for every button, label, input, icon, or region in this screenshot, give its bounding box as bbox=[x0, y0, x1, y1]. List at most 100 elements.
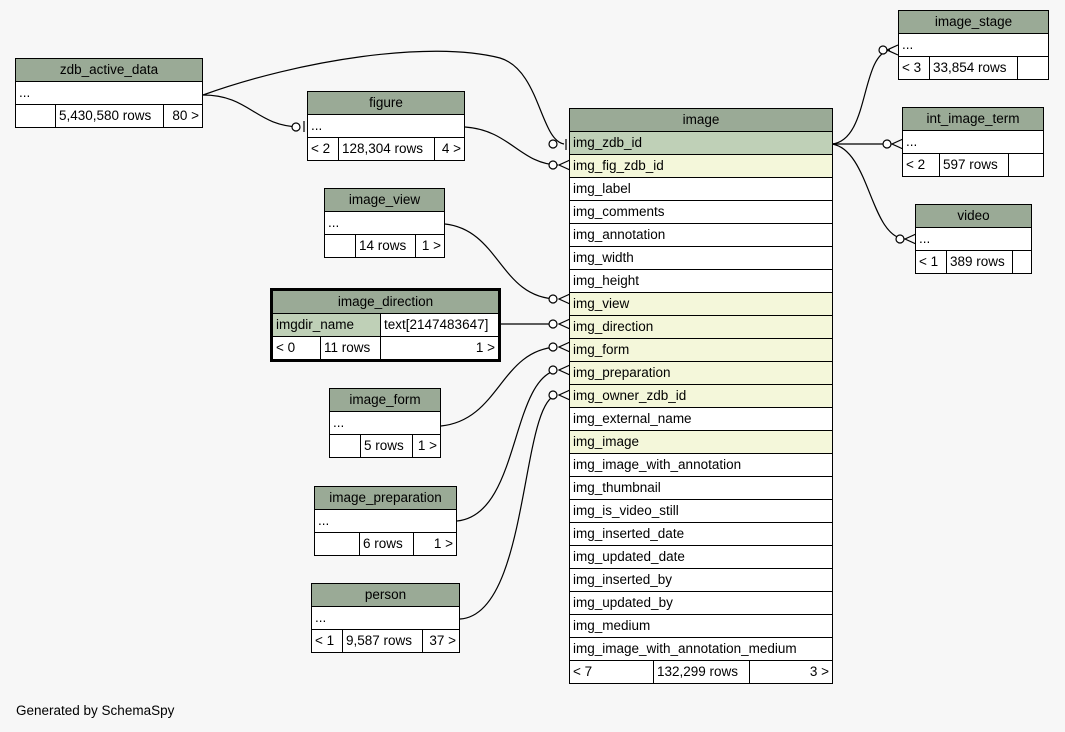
parents-count: < 0 bbox=[273, 337, 321, 359]
parents-count bbox=[330, 435, 361, 457]
table-footer: < 3 33,854 rows bbox=[899, 57, 1048, 79]
row-count: 11 rows bbox=[321, 337, 381, 359]
generated-by-label: Generated by SchemaSpy bbox=[16, 703, 175, 718]
table-int-image-term[interactable]: int_image_term ... < 2 597 rows bbox=[902, 107, 1044, 177]
table-footer: < 2 597 rows bbox=[903, 154, 1043, 176]
column-img-comments: img_comments bbox=[570, 201, 832, 224]
table-row: ... bbox=[330, 412, 440, 435]
table-footer: 5 rows 1 > bbox=[330, 435, 440, 457]
column-img-inserted-by: img_inserted_by bbox=[570, 569, 832, 592]
table-row: ... bbox=[325, 212, 444, 235]
table-zdb-active-data[interactable]: zdb_active_data ... 5,430,580 rows 80 > bbox=[15, 58, 203, 128]
table-title: figure bbox=[308, 92, 464, 115]
table-title: zdb_active_data bbox=[16, 59, 202, 82]
children-count: 1 > bbox=[433, 536, 453, 551]
children-count: 1 > bbox=[475, 340, 495, 355]
column-img-width: img_width bbox=[570, 247, 832, 270]
table-title: video bbox=[916, 205, 1031, 228]
table-video[interactable]: video ... < 1 389 rows bbox=[915, 204, 1032, 274]
column-img-direction: img_direction bbox=[570, 316, 832, 339]
table-footer: 5,430,580 rows 80 > bbox=[16, 105, 202, 127]
column-img-label: img_label bbox=[570, 178, 832, 201]
children-count bbox=[1009, 154, 1043, 176]
table-image-preparation[interactable]: image_preparation ... 6 rows 1 > bbox=[314, 486, 457, 556]
table-column-row: imgdir_name text[2147483647] bbox=[273, 314, 498, 337]
column-img-image: img_image bbox=[570, 431, 832, 454]
table-image-view[interactable]: image_view ... 14 rows 1 > bbox=[324, 188, 445, 258]
parents-count bbox=[16, 105, 56, 127]
column-img-preparation: img_preparation bbox=[570, 362, 832, 385]
children-count: 37 > bbox=[429, 633, 456, 648]
column-img-height: img_height bbox=[570, 270, 832, 293]
table-title: int_image_term bbox=[903, 108, 1043, 131]
table-row: ... bbox=[312, 607, 459, 630]
table-person[interactable]: person ... < 1 9,587 rows 37 > bbox=[311, 583, 460, 653]
children-count bbox=[1013, 251, 1031, 273]
column-img-is-video-still: img_is_video_still bbox=[570, 500, 832, 523]
table-row: ... bbox=[308, 115, 464, 138]
row-count: 5,430,580 rows bbox=[56, 105, 164, 127]
column-img-owner-zdb-id: img_owner_zdb_id bbox=[570, 385, 832, 408]
column-img-updated-by: img_updated_by bbox=[570, 592, 832, 615]
column-img-thumbnail: img_thumbnail bbox=[570, 477, 832, 500]
column-img-zdb-id: img_zdb_id bbox=[570, 132, 832, 155]
table-image-form[interactable]: image_form ... 5 rows 1 > bbox=[329, 388, 441, 458]
table-footer: 6 rows 1 > bbox=[315, 533, 456, 555]
parents-count: < 1 bbox=[312, 630, 343, 652]
table-title: image_form bbox=[330, 389, 440, 412]
children-count: 1 > bbox=[421, 238, 441, 253]
table-row: ... bbox=[315, 510, 456, 533]
column-img-annotation: img_annotation bbox=[570, 224, 832, 247]
row-count: 9,587 rows bbox=[343, 630, 423, 652]
column-img-fig-zdb-id: img_fig_zdb_id bbox=[570, 155, 832, 178]
column-img-inserted-date: img_inserted_date bbox=[570, 523, 832, 546]
row-count: 132,299 rows bbox=[654, 661, 750, 683]
table-footer: 14 rows 1 > bbox=[325, 235, 444, 257]
parents-count: < 2 bbox=[903, 154, 940, 176]
children-count: 80 > bbox=[172, 108, 199, 123]
row-count: 597 rows bbox=[940, 154, 1009, 176]
row-count: 14 rows bbox=[356, 235, 416, 257]
table-title: image bbox=[570, 109, 832, 132]
table-title: image_direction bbox=[273, 291, 498, 314]
parents-count bbox=[325, 235, 356, 257]
column-name: imgdir_name bbox=[273, 314, 381, 336]
column-img-form: img_form bbox=[570, 339, 832, 362]
parents-count: < 1 bbox=[916, 251, 947, 273]
table-footer: < 1 389 rows bbox=[916, 251, 1031, 273]
table-figure[interactable]: figure ... < 2 128,304 rows 4 > bbox=[307, 91, 465, 161]
children-count bbox=[1018, 57, 1048, 79]
column-img-image-with-annotation-medium: img_image_with_annotation_medium bbox=[570, 638, 832, 661]
column-img-image-with-annotation: img_image_with_annotation bbox=[570, 454, 832, 477]
table-row: ... bbox=[899, 34, 1048, 57]
row-count: 389 rows bbox=[947, 251, 1013, 273]
parents-count: < 7 bbox=[570, 661, 654, 683]
table-title: image_preparation bbox=[315, 487, 456, 510]
table-title: image_view bbox=[325, 189, 444, 212]
table-image[interactable]: image img_zdb_id img_fig_zdb_id img_labe… bbox=[569, 108, 833, 684]
parents-count bbox=[315, 533, 360, 555]
children-count: 4 > bbox=[441, 141, 461, 156]
row-count: 128,304 rows bbox=[339, 138, 435, 160]
table-footer: < 2 128,304 rows 4 > bbox=[308, 138, 464, 160]
table-image-stage[interactable]: image_stage ... < 3 33,854 rows bbox=[898, 10, 1049, 80]
table-footer: < 7 132,299 rows 3 > bbox=[570, 661, 832, 683]
table-image-direction[interactable]: image_direction imgdir_name text[2147483… bbox=[270, 288, 501, 362]
column-img-updated-date: img_updated_date bbox=[570, 546, 832, 569]
column-img-view: img_view bbox=[570, 293, 832, 316]
table-title: image_stage bbox=[899, 11, 1048, 34]
row-count: 33,854 rows bbox=[930, 57, 1018, 79]
table-footer: < 1 9,587 rows 37 > bbox=[312, 630, 459, 652]
table-title: person bbox=[312, 584, 459, 607]
children-count: 3 > bbox=[809, 664, 829, 679]
parents-count: < 3 bbox=[899, 57, 930, 79]
table-row: ... bbox=[916, 228, 1031, 251]
column-img-external-name: img_external_name bbox=[570, 408, 832, 431]
table-row: ... bbox=[16, 82, 202, 105]
column-type: text[2147483647] bbox=[384, 317, 489, 332]
row-count: 5 rows bbox=[361, 435, 413, 457]
children-count: 1 > bbox=[417, 438, 437, 453]
column-img-medium: img_medium bbox=[570, 615, 832, 638]
table-row: ... bbox=[903, 131, 1043, 154]
